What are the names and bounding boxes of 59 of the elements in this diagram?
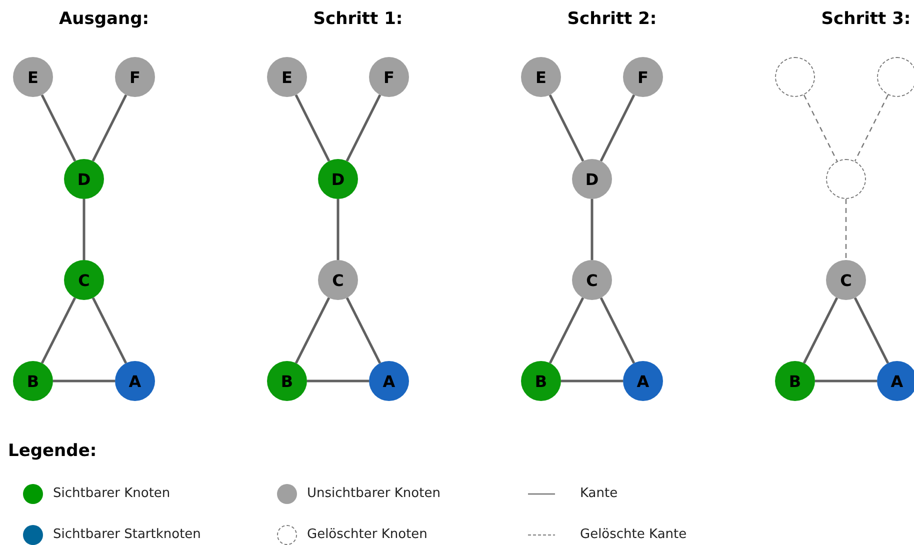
edge-line <box>294 94 330 162</box>
node-circle: C <box>318 260 358 300</box>
legend-text: Sichtbarer Knoten <box>53 486 170 501</box>
edge-line <box>561 380 623 382</box>
node-circle: B <box>521 361 561 401</box>
node-circle: B <box>267 361 307 401</box>
edge-line <box>854 297 890 364</box>
edge-line <box>815 380 877 382</box>
edge-line <box>82 199 86 260</box>
edge-line <box>346 297 382 364</box>
deleted-node-circle <box>877 57 914 97</box>
node-circle: F <box>369 57 409 97</box>
edge-line <box>548 297 584 364</box>
node-circle: C <box>64 260 104 300</box>
node-circle: C <box>572 260 612 300</box>
edge-line <box>53 380 115 382</box>
node-circle: F <box>623 57 663 97</box>
legend-text: Unsichtbarer Knoten <box>307 486 440 501</box>
node-circle: D <box>64 159 104 199</box>
edge-line <box>92 94 128 162</box>
legend-text: Kante <box>580 486 618 501</box>
edge-line <box>346 94 382 162</box>
dashed-edge-line <box>803 94 838 162</box>
legend-text: Sichtbarer Startknoten <box>53 527 201 542</box>
node-circle: B <box>13 361 53 401</box>
edge-line <box>40 297 76 364</box>
edge-line <box>600 297 636 364</box>
deleted-node-circle <box>775 57 815 97</box>
edge-line <box>802 297 838 364</box>
node-circle: E <box>13 57 53 97</box>
node-circle: D <box>318 159 358 199</box>
deleted-node-circle <box>826 159 866 199</box>
dashed-edge-line <box>854 94 889 162</box>
node-circle: A <box>623 361 663 401</box>
node-circle: E <box>521 57 561 97</box>
legend-title: Legende: <box>8 441 97 461</box>
node-circle: A <box>877 361 914 401</box>
edge-line <box>294 297 330 364</box>
edge-line <box>336 199 340 260</box>
edge-line <box>307 380 369 382</box>
edge-line <box>92 297 128 364</box>
dashed-edge-line <box>845 199 847 260</box>
node-circle: E <box>267 57 307 97</box>
legend-text: Gelöschte Kante <box>580 527 687 542</box>
node-circle: C <box>826 260 866 300</box>
panel-title: Schritt 2: <box>567 9 657 29</box>
panel-title: Schritt 1: <box>313 9 403 29</box>
node-circle: F <box>115 57 155 97</box>
node-circle: D <box>572 159 612 199</box>
edge-line <box>600 94 636 162</box>
edge-line <box>548 94 584 162</box>
panel-title: Schritt 3: <box>821 9 911 29</box>
edge-line <box>590 199 594 260</box>
legend-text: Gelöschter Knoten <box>307 527 428 542</box>
node-circle: B <box>775 361 815 401</box>
panel-title: Ausgang: <box>58 9 150 29</box>
edge-line <box>40 94 76 162</box>
node-circle: A <box>369 361 409 401</box>
node-circle: A <box>115 361 155 401</box>
